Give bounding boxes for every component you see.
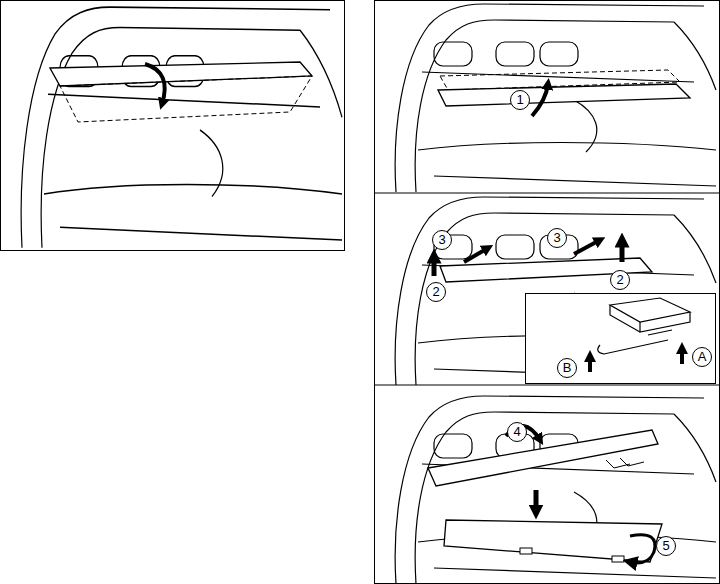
cover-hooks <box>606 458 644 468</box>
cargo-area <box>21 7 342 248</box>
cargo-cover <box>428 430 658 486</box>
detail-inset <box>526 294 716 384</box>
callout-number: 4 <box>507 422 527 442</box>
cargo-cover <box>444 520 662 562</box>
panel-frame <box>375 1 720 584</box>
hook-detail <box>598 298 690 354</box>
panel-frame <box>1 1 345 251</box>
callout-number: 3 <box>432 230 452 250</box>
rotate-arrow <box>630 535 655 563</box>
callout-number: 1 <box>510 90 530 110</box>
cargo-cover <box>50 62 312 86</box>
motion-arrow <box>574 240 600 254</box>
panel-divider <box>375 193 720 194</box>
motion-arrow <box>432 256 437 276</box>
callout-number: 3 <box>547 228 567 248</box>
callout-number: A <box>692 347 712 367</box>
cargo-area <box>395 396 716 584</box>
cargo-cover <box>438 84 690 106</box>
callout-number: 2 <box>610 270 630 290</box>
cover-tabs <box>520 548 624 562</box>
motion-arrow <box>464 248 488 262</box>
motion-arrow <box>620 240 625 262</box>
callout-number: B <box>557 358 577 378</box>
motion-arrow <box>588 356 592 372</box>
cargo-area <box>395 4 716 192</box>
cover-extended <box>60 76 312 122</box>
motion-arrow <box>680 348 684 364</box>
panel-divider <box>375 385 720 386</box>
motion-arrow <box>145 64 165 104</box>
callout-number: 2 <box>426 282 446 302</box>
callout-number: 5 <box>656 536 676 556</box>
motion-arrow <box>534 490 539 512</box>
cargo-area <box>395 197 716 385</box>
motion-arrow <box>532 84 548 116</box>
